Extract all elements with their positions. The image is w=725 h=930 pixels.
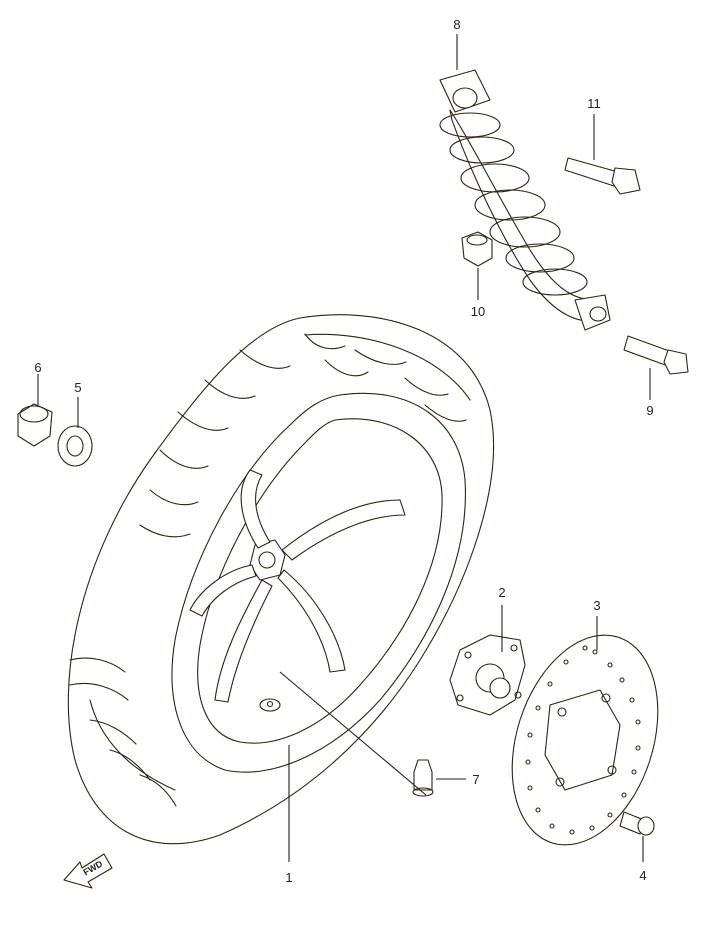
disc-bolt bbox=[619, 811, 655, 836]
shock-nut bbox=[461, 231, 493, 267]
shock-lower-bolt bbox=[623, 335, 689, 375]
callout-10: 10 bbox=[471, 304, 485, 319]
axle-nut bbox=[17, 403, 53, 447]
callout-9: 9 bbox=[646, 403, 653, 418]
tire-valve bbox=[412, 759, 434, 797]
fwd-arrow-icon: FWD bbox=[63, 853, 113, 889]
callout-11: 11 bbox=[587, 96, 601, 111]
callout-3: 3 bbox=[593, 598, 600, 613]
callout-8: 8 bbox=[453, 17, 460, 32]
washer bbox=[57, 425, 93, 467]
callout-labels: 1 2 3 4 5 6 7 8 9 10 11 bbox=[34, 17, 653, 885]
rear-wheel-assembly bbox=[67, 314, 495, 845]
callout-6: 6 bbox=[34, 360, 41, 375]
callout-7: 7 bbox=[472, 772, 479, 787]
callout-1: 1 bbox=[285, 870, 292, 885]
brake-disc bbox=[511, 634, 659, 846]
callout-5: 5 bbox=[74, 380, 81, 395]
leader-lines bbox=[37, 34, 651, 862]
callout-4: 4 bbox=[639, 868, 646, 883]
rear-shock-absorber bbox=[439, 69, 611, 331]
shock-upper-bolt bbox=[564, 157, 641, 195]
callout-2: 2 bbox=[498, 585, 505, 600]
disc-hub bbox=[449, 634, 526, 716]
